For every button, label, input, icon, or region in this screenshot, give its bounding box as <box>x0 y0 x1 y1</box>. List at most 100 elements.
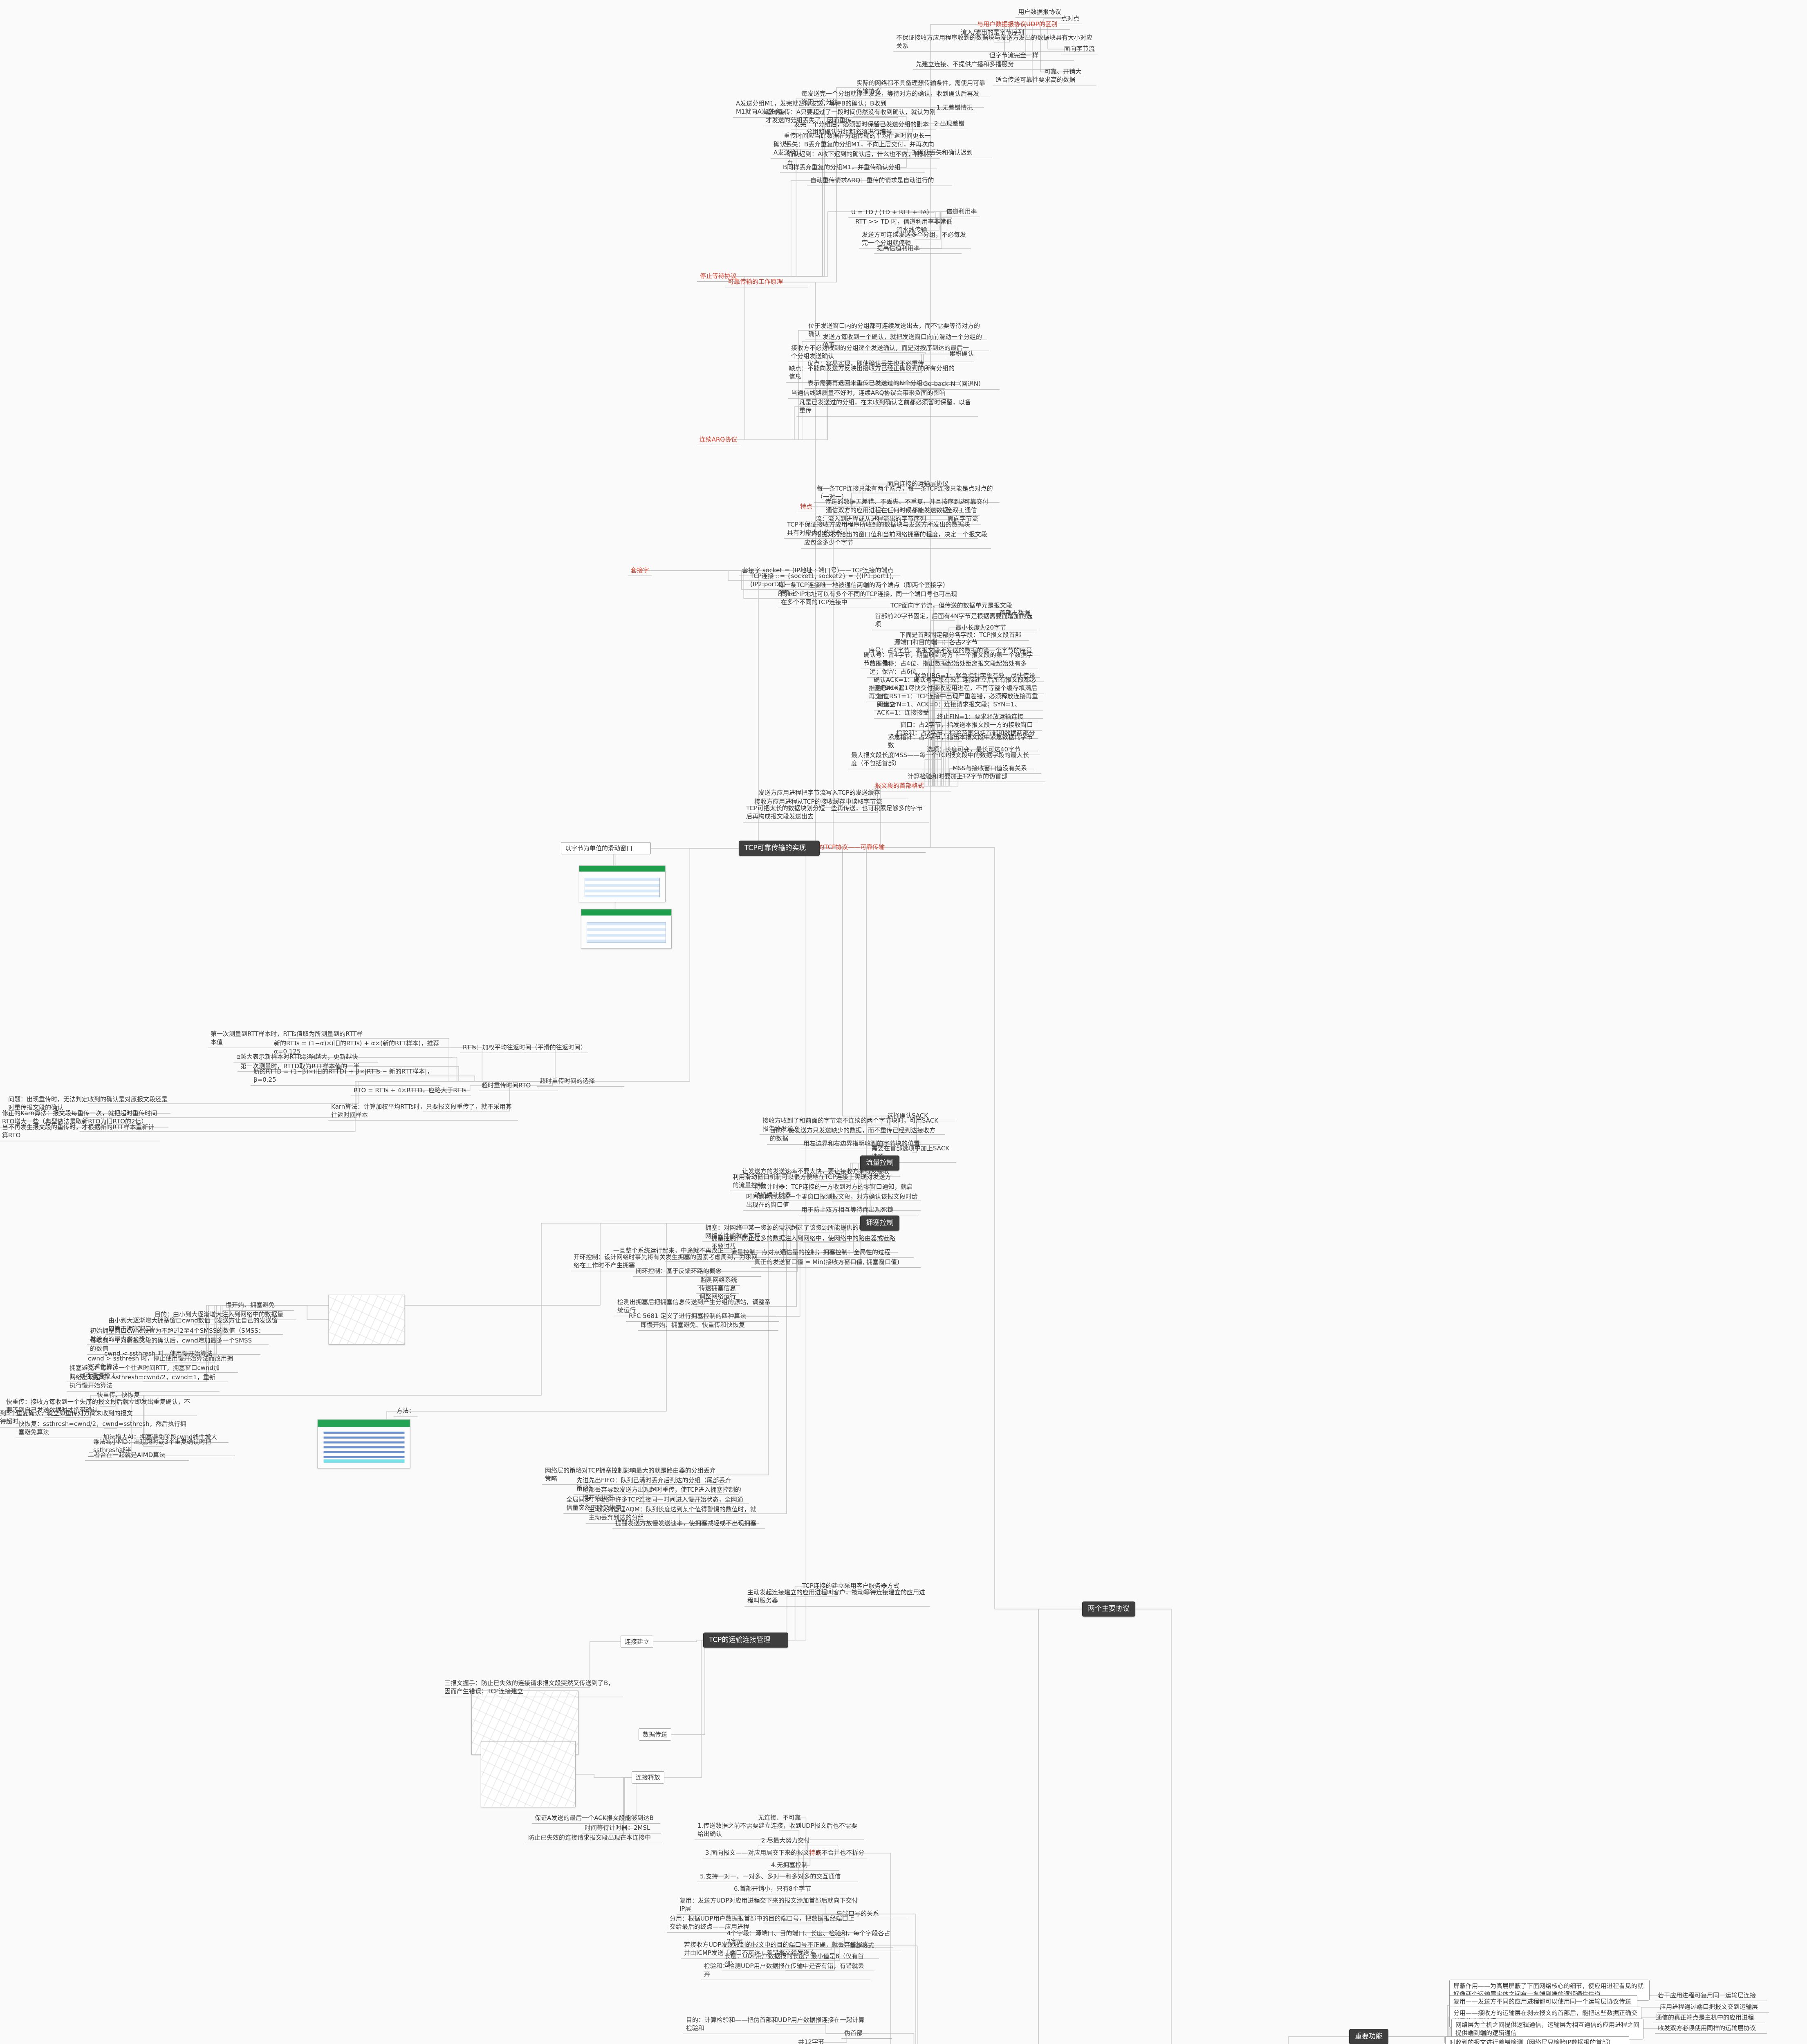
mindmap-node-util[interactable]: 信道利用率 <box>943 206 980 217</box>
mindmap-node-hf18[interactable]: 选项：长度可变，最长可达40字节 <box>924 744 1040 755</box>
mindmap-node-cm6[interactable]: 主动发起连接建立的应用进程叫客户，被动等待连接建立的应用进程叫服务器 <box>744 1587 930 1607</box>
mindmap-node-fl3[interactable]: 持续计时器：TCP连接的一方收到对方的零窗口通知，就启动持续计时器 <box>751 1182 921 1201</box>
mindmap-node-u4[interactable]: 发送方可连续发送多个分组，不必每发完一个分组就停顿 <box>859 230 971 249</box>
mindmap-node-cmp2[interactable]: 流入/流出的是字节序列 <box>958 27 1062 38</box>
mindmap-node-aq5[interactable]: 主动队列管理AQM：队列长度达到某个值得警惕的数值时，就主动丢弃到达的分组 <box>586 1504 759 1524</box>
mindmap-node-f3a[interactable]: 应用进程通过端口把报文交到运输层 <box>1657 2002 1769 2013</box>
mindmap-node-r9[interactable]: Karn算法：计算加权平均RTTs时，只要报文段重传了，就不采用其往返时间样本 <box>328 1102 518 1121</box>
mindmap-node-hf15[interactable]: 窗口：占2字节，指发送本报文段一方的接收窗口 <box>897 720 1042 731</box>
mindmap-node-arq_def[interactable]: 自动重传请求ARQ：重传的请求是自动进行的 <box>807 175 952 186</box>
mindmap-node-u1[interactable]: U = TD / (TD + RTT + TA) <box>848 207 952 218</box>
congestion-window-graph[interactable] <box>328 1295 405 1345</box>
mindmap-node-tf3a[interactable]: 传送的数据无差错、不丢失、不重复，并且按序到达 <box>822 497 975 508</box>
mindmap-node-f2a[interactable]: 若干应用进程可复用同一运输层连接 <box>1655 1990 1767 2001</box>
mindmap-node-hf13[interactable]: 同步SYN=1、ACK=0：连接请求报文段；SYN=1、ACK=1：连接接受 <box>874 699 1043 719</box>
mindmap-node-connmgmt[interactable]: TCP的运输连接管理 <box>703 1632 788 1648</box>
mindmap-node-r5[interactable]: 第一次测量时，RTTD取为RTT样本值的一半 <box>238 1061 382 1072</box>
mindmap-node-r1[interactable]: RTTs：加权平均往返时间（平滑的往返时间） <box>460 1042 588 1053</box>
mindmap-node-fl4[interactable]: 时间到期后发送一个零窗口探测报文段，对方确认该报文段时给出现在的窗口值 <box>743 1192 921 1211</box>
mindmap-node-arq[interactable]: 连续ARQ协议 <box>696 435 740 446</box>
mindmap-node-r11[interactable]: 修正的Karn算法：报文段每重传一次，就把超时重传时间RTO增大一些（典型做法是… <box>0 1108 168 1127</box>
mindmap-node-uh2[interactable]: 若接收方UDP发现收到的报文中的目的端口号不正确，就丢弃该报文，并由ICMP发送… <box>681 1940 879 1959</box>
mindmap-node-oc8[interactable]: RFC 5681 定义了进行拥塞控制的四种算法 <box>626 1311 779 1322</box>
mindmap-node-f4b[interactable]: 收发双方必须使用同样的运输层协议 <box>1655 2023 1767 2034</box>
mindmap-node-aq_4[interactable]: 优点：容易实现，即使确认丢失也不必重传 <box>805 359 949 370</box>
mindmap-node-sw7[interactable]: 确认迟到：A收下迟到的确认后，什么也不做，将其丢弃 <box>784 149 937 168</box>
mindmap-node-hf21[interactable]: 计算检验和时要加上12字节的伪首部 <box>905 771 1045 782</box>
mindmap-node-uf0[interactable]: 无连接、不可靠 <box>755 1813 834 1824</box>
sliding-window-slide-1[interactable] <box>579 865 666 902</box>
mindmap-node-ss1[interactable]: 目的：由小到大逐渐增大注入到网络中的数据量 <box>152 1309 296 1320</box>
mindmap-node-aq4[interactable]: 全局同步：网络中许多TCP连接同一时间进入慢开始状态，全网通信量突然下降又恢复 <box>563 1495 749 1514</box>
mindmap-node-cg2[interactable]: 拥塞控制：防止过多的数据注入到网络中，使网络中的路由器或链路不致过载 <box>708 1233 898 1253</box>
mindmap-node-upseudo[interactable]: 伪首部 <box>841 2028 892 2039</box>
mindmap-node-cmp6[interactable]: 先建立连接、不提供广播和多播服务 <box>913 59 1054 70</box>
mindmap-node-cg4[interactable]: 真正的发送窗口值 = Min(接收方窗口值, 拥塞窗口值) <box>751 1257 921 1268</box>
mindmap-node-sw2[interactable]: 超时重传：A只要超过了一段时间仍然没有收到确认，就认为刚才发送的分组丢失了，因而… <box>763 107 944 126</box>
mindmap-node-tf2[interactable]: 每一条TCP连接只能有两个端点，每一条TCP连接只能是点对点的（一对一） <box>814 484 1000 503</box>
mindmap-node-hb3[interactable]: TCP可把太长的数据块划分短一些再传送，也可积累足够多的字节后再构成报文段发送出… <box>743 803 929 823</box>
mindmap-node-sk2[interactable]: 目的：使发送方只发送缺少的数据，而不重传已经到达接收方的数据 <box>767 1125 940 1145</box>
mindmap-node-r6[interactable]: 新的RTTD = (1−β)×(旧的RTTD) + β×|RTTs − 新的RT… <box>251 1067 440 1086</box>
mindmap-node-r10[interactable]: 问题：出现重传时，无法判定收到的确认是对原报文段还是对重传报文段的确认 <box>5 1094 170 1114</box>
mindmap-node-s2[interactable]: TCP连接 ::= {socket1, socket2} = {(IP1:por… <box>747 571 925 590</box>
mindmap-node-hf2[interactable]: 首部前20字节固定，后面有4N字节是根据需要而增加的选项 <box>872 611 1037 630</box>
mindmap-node-uf6[interactable]: 6.首部开销小，只有8个字节 <box>731 1884 847 1895</box>
branch-two-protocols[interactable]: 两个主要协议 <box>1082 1601 1135 1617</box>
mindmap-node-f4a[interactable]: 通信的真正端点是主机中的应用进程 <box>1653 2013 1765 2024</box>
mindmap-node-hb2[interactable]: 接收方应用进程从TCP的接收缓存中读取字节流 <box>751 797 904 808</box>
mindmap-node-oc5[interactable]: 传送拥塞信息 <box>696 1283 739 1294</box>
mindmap-node-aq2[interactable]: 先进先出FIFO：队列已满时丢弃后到达的分组（尾部丢弃策略） <box>574 1475 739 1495</box>
mindmap-node-uh1[interactable]: 4个字段：源端口、目的端口、长度、检验和，每个字段各占2字节 <box>724 1928 893 1948</box>
mindmap-node-hf6[interactable]: 序号：占4字节，本报文段所发送的数据的第一个字节的序号 <box>866 645 1039 657</box>
mindmap-node-fr_label[interactable]: 快重传、快恢复 <box>94 1390 161 1401</box>
mindmap-node-sliding[interactable]: 以字节为单位的滑动窗口 <box>561 842 651 855</box>
mindmap-node-f4[interactable]: 网络层为主机之间提供逻辑通信，运输层为相互通信的应用进程之间提供端到端的逻辑通信 <box>1451 2018 1643 2040</box>
mindmap-node-sk3[interactable]: 用左边界和右边界指明收到的字节块的位置 <box>800 1139 945 1150</box>
mindmap-node-tf5a[interactable]: 流：流入到进程或从进程流出的字节序列 <box>813 514 966 525</box>
mindmap-node-aq_7[interactable]: 当通信线路质量不好时，连续ARQ协议会带来负面的影响 <box>788 388 949 399</box>
mindmap-node-hf10[interactable]: 确认ACK=1：确认号字段有效；连接建立后所有报文段都必须把ACK置1 <box>871 675 1044 694</box>
mindmap-node-fl1[interactable]: 让发送方的发送速率不要太快，要让接收方来得及接收 <box>739 1166 900 1177</box>
mindmap-node-aq1[interactable]: 网络层的策略对TCP拥塞控制影响最大的就是路由器的分组丢弃策略 <box>542 1466 724 1485</box>
mindmap-node-congestion[interactable]: 拥塞控制 <box>860 1215 899 1231</box>
mindmap-node-socket_red[interactable]: 套接字 <box>628 565 652 576</box>
mindmap-node-oc9[interactable]: 即慢开始、拥塞避免、快重传和快恢复 <box>638 1320 778 1331</box>
mindmap-node-uf3[interactable]: 3.面向报文——对应用层交下来的报文，既不合并也不拆分 <box>702 1848 868 1859</box>
mindmap-node-features[interactable]: 特点 <box>797 502 816 513</box>
mindmap-node-u3[interactable]: 流水线传输 <box>893 225 930 236</box>
mindmap-node-tf7[interactable]: TCP根据对方给出的窗口值和当前网络拥塞的程度，决定一个报文段应包含多少个字节 <box>801 529 991 549</box>
mindmap-node-cmp0[interactable]: 用户数据报协议 <box>1015 7 1064 18</box>
mindmap-node-oc7[interactable]: 检测出拥塞后把拥塞信息传送到产生分组的源站，调整系统运行 <box>614 1297 776 1316</box>
mindmap-node-u_mux[interactable]: 复用：发送方UDP对应用进程交下来的报文添加首部后就向下交付IP层 <box>677 1896 862 1915</box>
mindmap-node-fr1[interactable]: 快重传：接收方每收到一个失序的报文段后就立即发出重复确认，不要等到自己发送数据时… <box>3 1397 197 1416</box>
mindmap-node-cm5[interactable]: TCP连接的建立采用客户服务器方式 <box>799 1581 911 1592</box>
mindmap-node-hf11[interactable]: 推送PSH=1：尽快交付接收应用进程，不再等整个缓存填满后再交付 <box>866 683 1043 702</box>
mindmap-node-fl5[interactable]: 用于防止双方相互等待而出现死锁 <box>798 1205 919 1216</box>
mindmap-node-hf4[interactable]: 下面是首部固定部分各字段：TCP报文段首部 <box>897 630 1029 641</box>
mindmap-node-fl2[interactable]: 利用滑动窗口机制可以很方便地在TCP连接上实现对发送方的流量控制 <box>730 1172 899 1191</box>
mindmap-node-flow[interactable]: 流量控制 <box>860 1155 899 1171</box>
mindmap-node-s4[interactable]: 同一个IP地址可以有多个不同的TCP连接，同一个端口号也可出现在多个不同的TCP… <box>778 589 964 608</box>
mindmap-node-up3[interactable]: 共12字节 <box>795 2037 850 2044</box>
mindmap-node-oc4[interactable]: 监测网络系统 <box>697 1275 740 1286</box>
mindmap-node-uhdr[interactable]: 首部格式 <box>847 1941 901 1952</box>
mindmap-node-aq_2[interactable]: 发送方每收到一个确认，就把发送窗口向前滑动一个分组的位置 <box>820 332 989 351</box>
mindmap-node-hf0[interactable]: TCP面向字节流，但传送的数据单元是报文段 <box>888 601 1032 612</box>
mindmap-node-hf5[interactable]: 源端口和目的端口：各占2字节 <box>891 637 1032 648</box>
mindmap-node-aq_8[interactable]: 凡是已发送过的分组，在未收到确认之前都必须暂时保留，以备重传 <box>796 397 978 417</box>
mindmap-node-ss3[interactable]: 初始拥塞窗口cwnd设置为不超过2至4个SMSS的数值（SMSS：发送方的最大报… <box>87 1326 269 1345</box>
mindmap-node-rel_principle[interactable]: 可靠传输的工作原理 <box>725 277 808 288</box>
mindmap-node-cmp3[interactable]: 不保证接收方应用程序收到的数据块与发送方发出的数据块具有大小对应关系 <box>893 33 1095 52</box>
mindmap-node-cm_rel[interactable]: 连接释放 <box>631 1771 665 1784</box>
mindmap-node-hf12[interactable]: 复位RST=1：TCP连接中出现严重差错，必须释放连接再重新建立 <box>874 691 1043 710</box>
mindmap-node-sw3[interactable]: 发完一个分组后，必须暂时保留已发送分组的副本 <box>791 119 936 130</box>
mindmap-node-hf1[interactable]: 首部＋数据 <box>996 608 1033 619</box>
mindmap-node-uh4[interactable]: 检验和：检测UDP用户数据报在传输中是否有错，有错就丢弃 <box>701 1961 870 1980</box>
mindmap-node-fr5[interactable]: 乘法减小MD：出现超时或3个重复确认时把ssthresh减半 <box>90 1437 235 1456</box>
branch-important-functions[interactable]: 重要功能 <box>1349 2029 1388 2044</box>
mindmap-node-cr2[interactable]: 时间等待计时器：2MSL <box>582 1823 661 1834</box>
mindmap-node-sw4[interactable]: 分组和确认分组都必须进行编号 <box>803 127 932 138</box>
mindmap-node-fr7[interactable]: 方法： <box>393 1406 418 1417</box>
mindmap-node-r3[interactable]: 新的RTTs = (1−α)×(旧的RTTs) + α×(新的RTT样本)，推荐… <box>271 1038 453 1058</box>
